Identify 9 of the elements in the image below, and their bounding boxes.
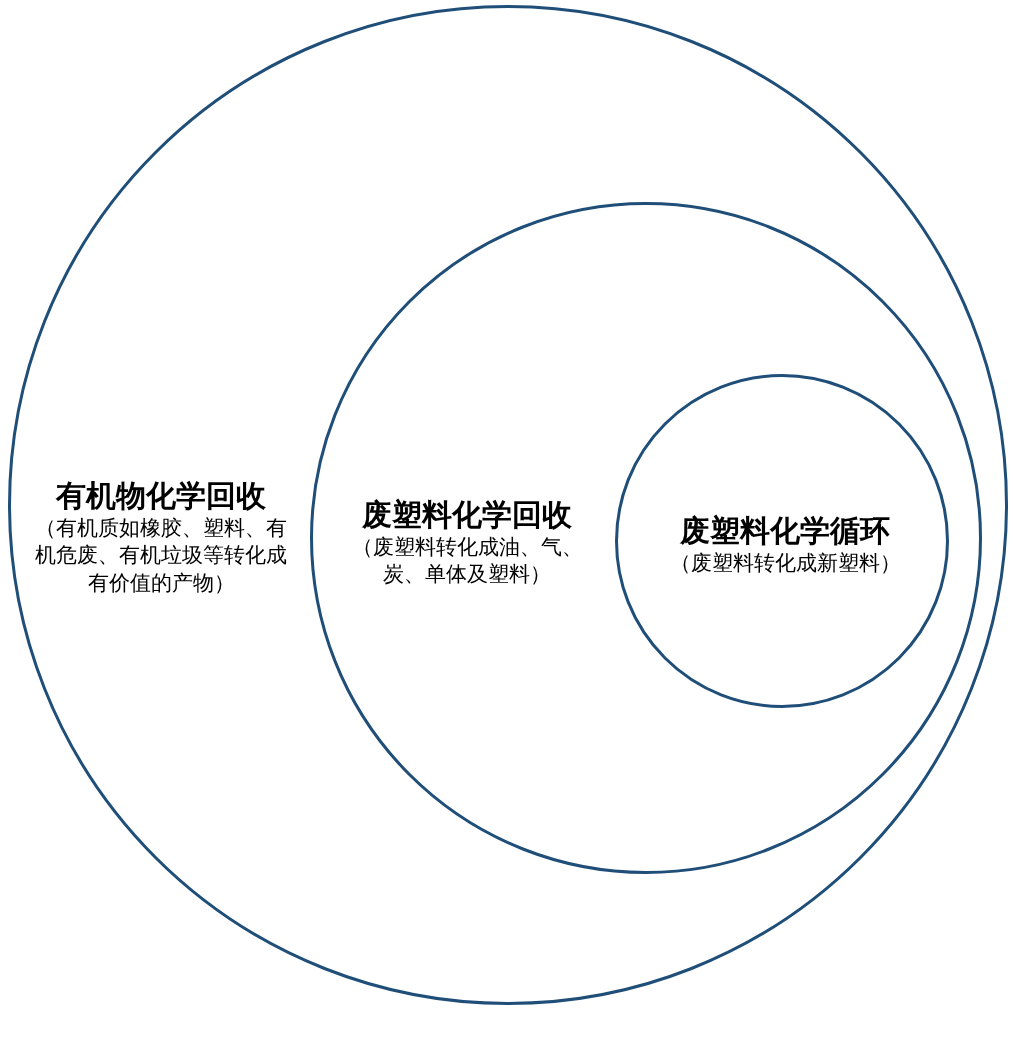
circle-description: （废塑料转化成新塑料） <box>668 550 902 577</box>
category-circle <box>8 5 1008 1005</box>
circle-title: 废塑料化学回收 <box>361 496 573 534</box>
circle-description: （有机质如橡胶、塑料、有机危废、有机垃圾等转化成有价值的产物） <box>34 515 288 597</box>
circle-title: 废塑料化学循环 <box>679 512 891 550</box>
circle-title: 有机物化学回收 <box>54 477 267 515</box>
category-circle <box>615 374 949 708</box>
circle-description: （废塑料转化成油、气、炭、单体及塑料） <box>350 534 584 589</box>
category-circle <box>310 202 982 874</box>
